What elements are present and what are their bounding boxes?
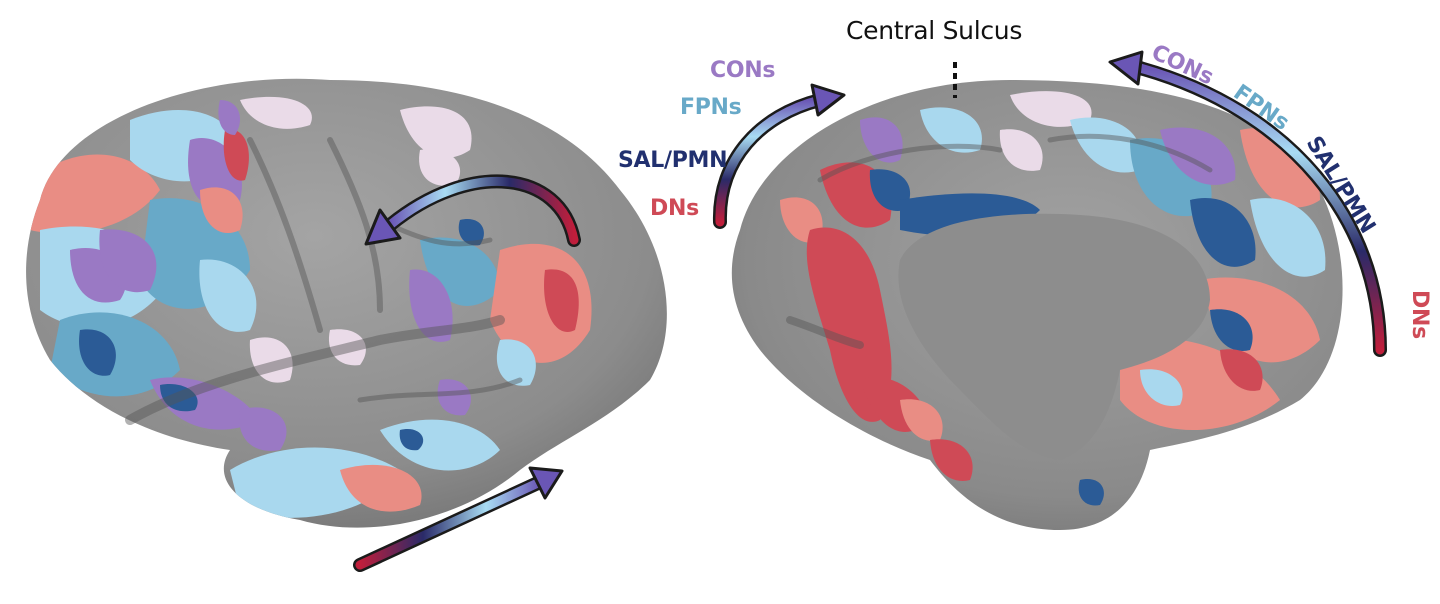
sal-pmn-label-middle: SAL/PMN bbox=[618, 148, 728, 173]
lateral-network-patches bbox=[30, 96, 592, 518]
middle-curved-arrow bbox=[712, 83, 846, 229]
lateral-sulci bbox=[125, 137, 523, 425]
temporal-gradient-arrow bbox=[353, 466, 564, 572]
fpns-label-middle: FPNs bbox=[680, 95, 742, 120]
medial-curved-arrow bbox=[1108, 50, 1387, 357]
corpus-callosum-region bbox=[898, 213, 1210, 460]
lateral-curved-arrow bbox=[364, 174, 581, 247]
dns-label-right: DNs bbox=[1407, 290, 1432, 339]
cons-label-middle: CONs bbox=[710, 58, 776, 83]
medial-hemisphere bbox=[731, 80, 1343, 530]
central-sulcus-label: Central Sulcus bbox=[846, 16, 1023, 45]
gradient-arrows bbox=[353, 50, 1387, 572]
dns-label-middle: DNs bbox=[650, 196, 699, 221]
medial-sulci bbox=[786, 133, 1213, 349]
medial-network-patches bbox=[780, 91, 1326, 506]
lateral-hemisphere bbox=[26, 78, 667, 528]
